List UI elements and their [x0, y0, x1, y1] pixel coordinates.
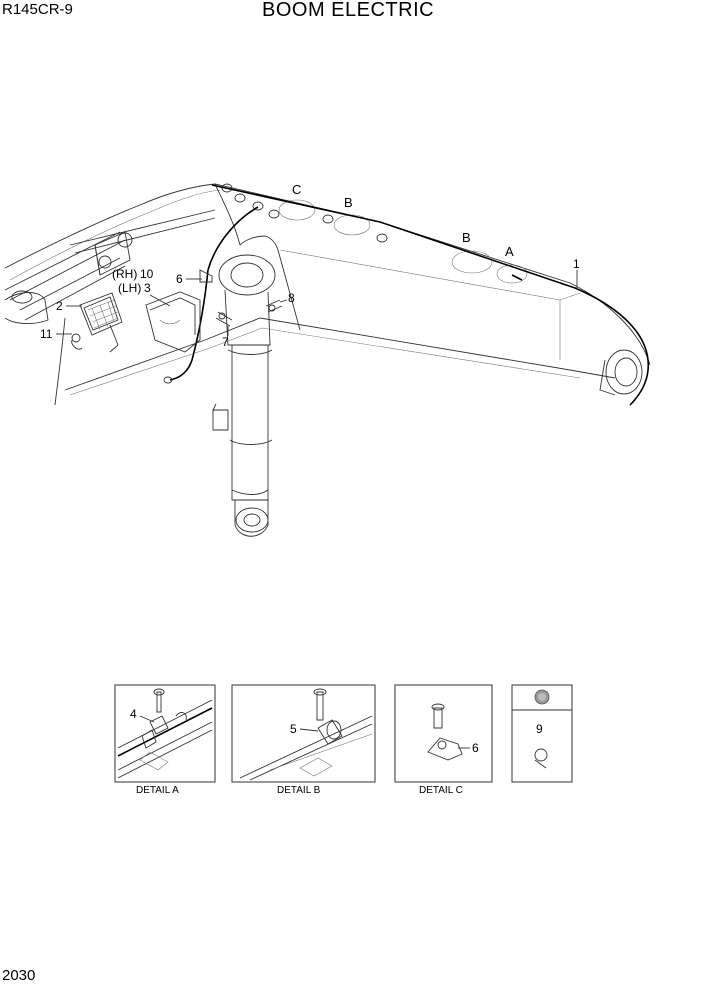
callout-lh: (LH): [118, 281, 141, 295]
harness-clamps: [221, 183, 528, 284]
detail-d-panel: 9: [511, 684, 573, 783]
detail-c-part: 6: [472, 741, 479, 755]
detail-a-caption: DETAIL A: [136, 785, 179, 796]
callouts: 2 (RH) 10 (LH) 3 11 6 7 8 1 A B B C: [40, 182, 580, 349]
callout-3: 3: [144, 281, 151, 295]
callout-2: 2: [56, 299, 63, 313]
page-number: 2030: [2, 967, 36, 984]
callout-6: 6: [176, 272, 183, 286]
callout-11: 11: [40, 327, 53, 341]
page-title: BOOM ELECTRIC: [262, 0, 435, 21]
detail-b-part: 5: [290, 722, 297, 736]
callout-detail-b: B: [344, 195, 353, 210]
model-number: R145CR-9: [2, 1, 73, 18]
boom-arm: [4, 183, 651, 406]
detail-c-caption: DETAIL C: [419, 785, 463, 796]
detail-b-panel: 5 DETAIL B: [231, 684, 376, 796]
callout-detail-b-front: B: [462, 230, 471, 245]
fasteners: [199, 269, 283, 327]
callout-1: 1: [573, 257, 580, 271]
arm-cylinder: [212, 254, 276, 537]
callout-detail-c: C: [292, 182, 301, 197]
boom-tip-boss: [599, 349, 643, 396]
detail-a-part: 4: [130, 707, 137, 721]
callout-10: 10: [140, 267, 154, 281]
lamp-bracket: [145, 291, 201, 384]
callout-rh: (RH): [112, 267, 137, 281]
detail-c-panel: 6 DETAIL C: [394, 684, 493, 796]
detail-b-caption: DETAIL B: [277, 785, 321, 796]
callout-8: 8: [288, 291, 295, 305]
detail-d-part: 9: [536, 722, 543, 736]
callout-7: 7: [222, 335, 229, 349]
callout-detail-a: A: [505, 244, 514, 259]
boom-harness: [169, 184, 650, 406]
detail-a-panel: 4 DETAIL A: [114, 684, 216, 796]
work-lamp: [71, 292, 123, 353]
